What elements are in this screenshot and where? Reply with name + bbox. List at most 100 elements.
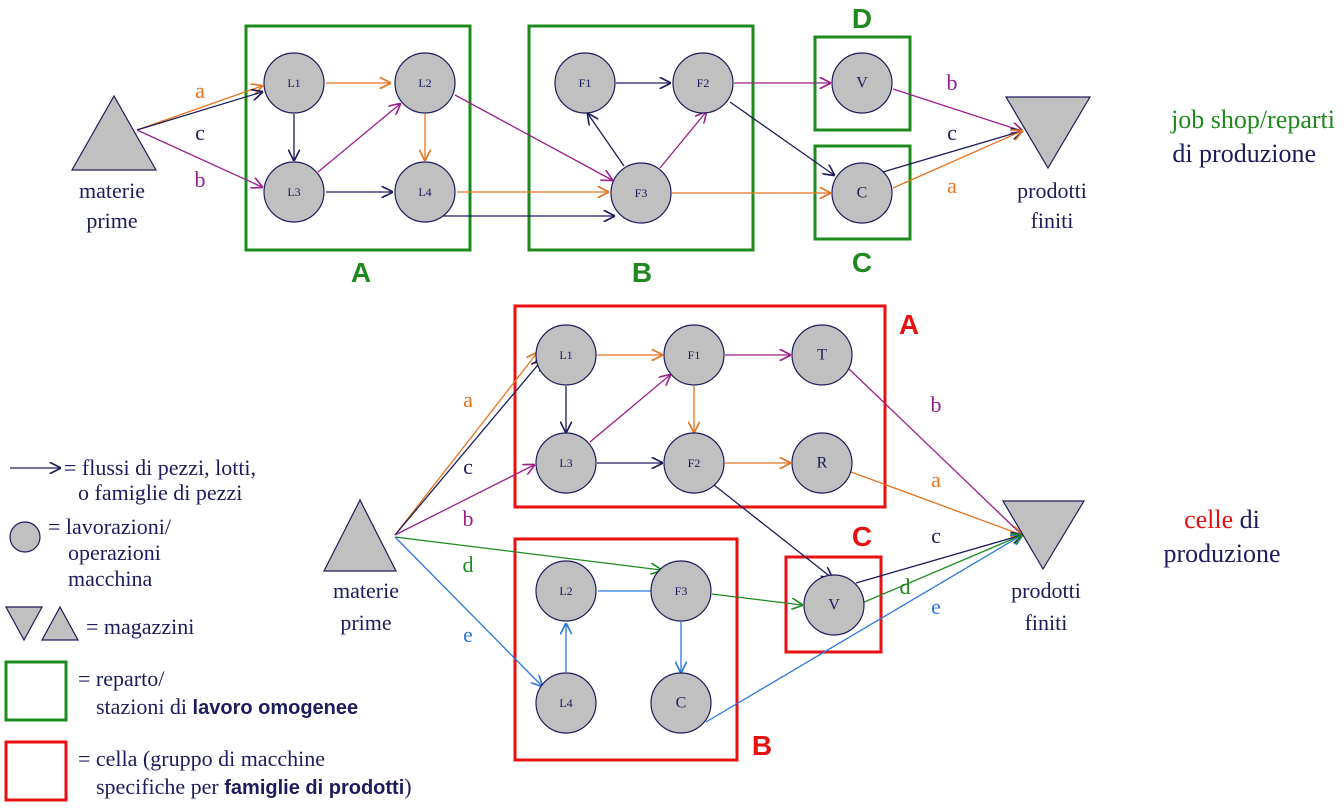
legend-cell-text: = cella (gruppo di macchine	[78, 746, 325, 771]
finished-goods-label: prodotti	[1017, 178, 1087, 203]
cell-box-c	[784, 555, 883, 654]
svg-text:L2: L2	[559, 584, 572, 598]
flow-c-raw-l1	[136, 92, 262, 131]
raw-materials-label-2: prime	[86, 208, 137, 233]
legend-arrow-text: = flussi di pezzi, lotti,	[64, 455, 256, 480]
flow-label-a-out: a	[931, 467, 941, 492]
node-f1: F1	[663, 324, 725, 386]
flow-b-l3-l2	[317, 104, 400, 173]
legend-stores-text: = magazzini	[86, 614, 194, 639]
legend: = flussi di pezzi, lotti, o famiglie di …	[4, 455, 412, 802]
department-box-a	[244, 24, 472, 252]
cell-label-a: A	[899, 309, 919, 340]
flow-a-raw-l1	[394, 353, 537, 536]
svg-text:C: C	[857, 185, 868, 202]
node-f2: F2	[672, 52, 734, 114]
raw-materials-store	[70, 94, 158, 171]
legend-store-up	[40, 605, 80, 641]
raw-materials-label-2: prime	[340, 610, 391, 635]
bottom-title-line2: produzione	[1164, 539, 1281, 568]
top-title-line1: job shop/reparti	[1170, 105, 1335, 134]
svg-text:L1: L1	[559, 348, 572, 362]
cell-label-b: B	[752, 730, 772, 761]
flow-e-c-finished	[705, 535, 1022, 723]
node-c: C	[650, 672, 712, 734]
flow-label-e-out: e	[931, 594, 941, 619]
svg-text:C: C	[676, 695, 687, 712]
legend-cell-text-2: specifiche per famiglie di prodotti)	[96, 774, 412, 799]
node-t: T	[791, 324, 853, 386]
finished-goods-label-2: finiti	[1025, 610, 1068, 635]
flow-c-f2-v	[713, 484, 832, 578]
svg-text:F3: F3	[635, 186, 648, 200]
flow-b-v-finished	[892, 88, 1022, 131]
svg-text:R: R	[817, 455, 828, 472]
flow-label-b-out: b	[931, 392, 942, 417]
svg-text:L4: L4	[559, 696, 572, 710]
finished-goods-store	[1001, 500, 1086, 571]
flow-c-f3-f1	[588, 114, 625, 167]
department-box-b	[527, 24, 755, 252]
flow-a-raw-l1	[136, 86, 262, 131]
svg-text:V: V	[856, 75, 868, 92]
flow-b-f3-f2	[659, 112, 706, 169]
node-l3: L3	[263, 161, 325, 223]
node-c: C	[831, 162, 893, 224]
bottom-section: A B C a c b d e b a c d e	[323, 304, 1281, 762]
node-l1: L1	[535, 324, 597, 386]
node-f3: F3	[610, 162, 672, 224]
svg-text:L4: L4	[418, 185, 431, 199]
legend-department-text-2: stazioni di lavoro omogenee	[96, 694, 358, 719]
node-r: R	[791, 432, 853, 494]
node-f2: F2	[663, 432, 725, 494]
flow-d-raw-f3	[394, 536, 661, 570]
flow-d-v-finished	[861, 535, 1022, 604]
flow-d-f3-v	[711, 593, 802, 605]
flow-a-r-finished	[850, 471, 1022, 535]
department-label-b: B	[632, 257, 652, 288]
node-l4: L4	[535, 672, 597, 734]
department-label-d: D	[852, 3, 872, 34]
flow-b-raw-l3	[136, 129, 262, 187]
node-l2: L2	[535, 560, 597, 622]
flow-label-a-in: a	[195, 78, 205, 103]
flow-c-f2-c	[729, 101, 834, 175]
node-l3: L3	[535, 432, 597, 494]
department-label-c: C	[852, 247, 872, 278]
svg-text:V: V	[828, 597, 840, 614]
node-l4: L4	[394, 161, 456, 223]
flow-label-a-out: a	[947, 173, 957, 198]
flow-label-c-in: c	[463, 454, 473, 479]
svg-text:F2: F2	[697, 76, 710, 90]
svg-text:F3: F3	[675, 584, 688, 598]
legend-arrow-text-2: o famiglie di pezzi	[78, 480, 242, 505]
node-f3: F3	[650, 560, 712, 622]
raw-materials-label: materie	[79, 178, 145, 203]
flow-c-v-finished	[855, 535, 1022, 584]
flow-b-t-finished	[847, 367, 1022, 535]
flow-label-b-in: b	[195, 167, 206, 192]
flow-e-raw-l4	[394, 536, 542, 686]
svg-text:L1: L1	[287, 76, 300, 90]
legend-store-down	[4, 606, 44, 642]
raw-materials-label: materie	[333, 578, 399, 603]
flow-label-c-out: c	[931, 523, 941, 548]
flow-label-d-in: d	[463, 552, 474, 577]
legend-cell-box	[4, 740, 68, 802]
legend-department-text: = reparto/	[78, 666, 165, 691]
svg-text:L2: L2	[418, 76, 431, 90]
node-l2: L2	[394, 52, 456, 114]
flow-label-b-out: b	[947, 70, 958, 95]
svg-text:F1: F1	[688, 348, 701, 362]
top-title-line2: di produzione	[1172, 139, 1316, 168]
svg-text:L3: L3	[287, 185, 300, 199]
bottom-title-line1: celle di	[1184, 505, 1260, 534]
finished-goods-store	[1004, 96, 1092, 170]
flow-b-raw-l3	[394, 465, 534, 536]
legend-circle-text-2: operazioni	[68, 540, 161, 565]
node-v: V	[831, 52, 893, 114]
top-section: A B D C a c b b c a materie	[70, 3, 1335, 288]
legend-department-box	[4, 660, 68, 722]
finished-goods-label-2: finiti	[1031, 208, 1074, 233]
